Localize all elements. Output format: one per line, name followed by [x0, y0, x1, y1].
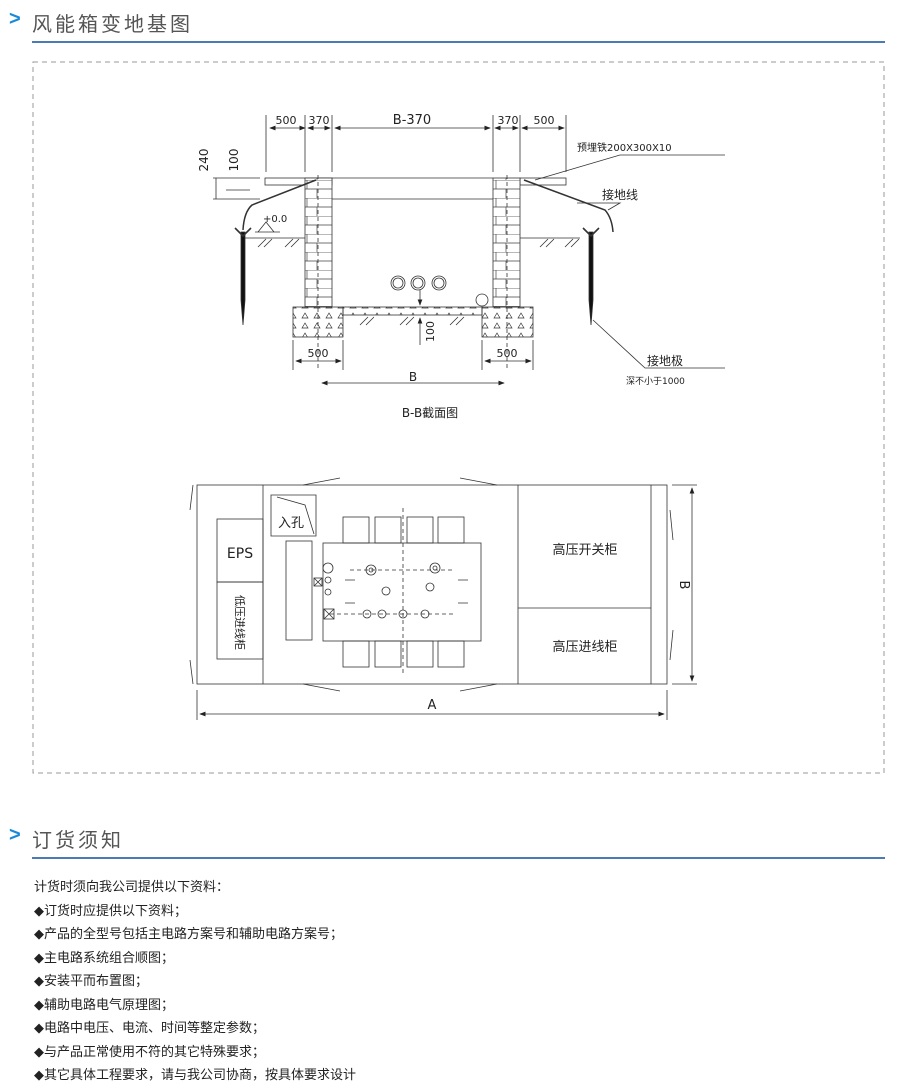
list-item: ◆订货时应提供以下资料；: [34, 903, 187, 919]
list-item: ◆主电路系统组合顺图；: [34, 950, 174, 966]
dim-b-370: B-370: [393, 113, 431, 128]
list-item: ◆与产品正常使用不符的其它特殊要求；: [34, 1044, 265, 1060]
section-arrow-icon: >: [9, 8, 21, 30]
dim-100-top: 100: [227, 149, 241, 172]
hv-incoming-label: 高压进线柜: [552, 639, 617, 655]
section-title-ordering: 订货须知: [32, 828, 124, 852]
foundation-drawing: 500 370 B-370 370 500 240 100 +0.0 预埋铁20…: [32, 61, 885, 774]
notes-intro: 计货时须向我公司提供以下资料：: [34, 880, 230, 895]
ground-rod-label: 接地极: [647, 353, 683, 368]
drawing-frame: [32, 61, 885, 774]
right-footing: [481, 306, 534, 338]
list-item: ◆安装平而布置图；: [34, 974, 148, 989]
floor-slab: [342, 306, 483, 316]
section-divider: [32, 857, 885, 859]
dim-500-left: 500: [276, 114, 297, 127]
dim-240: 240: [197, 149, 211, 172]
section-divider: [32, 41, 885, 43]
right-brick-wall: [492, 177, 521, 308]
left-ground-rod: [240, 231, 246, 326]
transformer-radiators: [342, 516, 465, 668]
list-item: ◆电路中电压、电流、时间等整定参数；: [34, 1021, 265, 1036]
lv-incoming-box: [216, 581, 264, 660]
dim-b-plan: B: [676, 581, 691, 590]
embedded-iron-label: 预埋铁200X300X10: [577, 141, 672, 154]
dim-370-right: 370: [498, 114, 519, 127]
dim-370-left: 370: [309, 114, 330, 127]
transformer: [322, 542, 482, 642]
dim-b: B: [409, 370, 417, 384]
section-arrow-icon: >: [9, 824, 21, 846]
cable-pipes: [390, 275, 489, 307]
list-item: ◆产品的全型号包括主电路方案号和辅助电路方案号；: [34, 927, 343, 942]
list-item: ◆其它具体工程要求，请与我公司协商，按具体要求设计: [34, 1068, 356, 1083]
lv-incoming-label: 低压进线柜: [233, 595, 247, 650]
dim-500-footing-left: 500: [308, 347, 329, 360]
section-caption: B-B截面图: [402, 406, 458, 420]
ground-rod-depth: 深不小于1000: [626, 376, 685, 387]
eps-label: EPS: [227, 546, 253, 562]
section-title-foundation: 风能箱变地基图: [32, 12, 193, 36]
bushings: [322, 562, 441, 619]
hv-switch-label: 高压开关柜: [552, 542, 617, 558]
left-footing: [292, 306, 344, 338]
dim-100-bottom: 100: [424, 321, 437, 342]
plan-view: [189, 477, 697, 720]
dim-500-right: 500: [534, 114, 555, 127]
right-ground-rod: [588, 231, 594, 326]
manhole-box: [270, 494, 317, 537]
dim-a: A: [428, 698, 437, 713]
dim-500-footing-right: 500: [497, 347, 518, 360]
top-dimension-line: [265, 115, 567, 172]
ground-wire-label: 接地线: [602, 187, 638, 202]
ordering-notes: 计货时须向我公司提供以下资料： ◆订货时应提供以下资料； ◆产品的全型号包括主电…: [34, 876, 356, 1088]
list-item: ◆辅助电路电气原理图；: [34, 997, 174, 1013]
manhole-label: 入孔: [278, 516, 304, 531]
level-mark: +0.0: [263, 214, 287, 225]
section-view: [213, 115, 725, 386]
left-brick-wall: [304, 177, 333, 308]
